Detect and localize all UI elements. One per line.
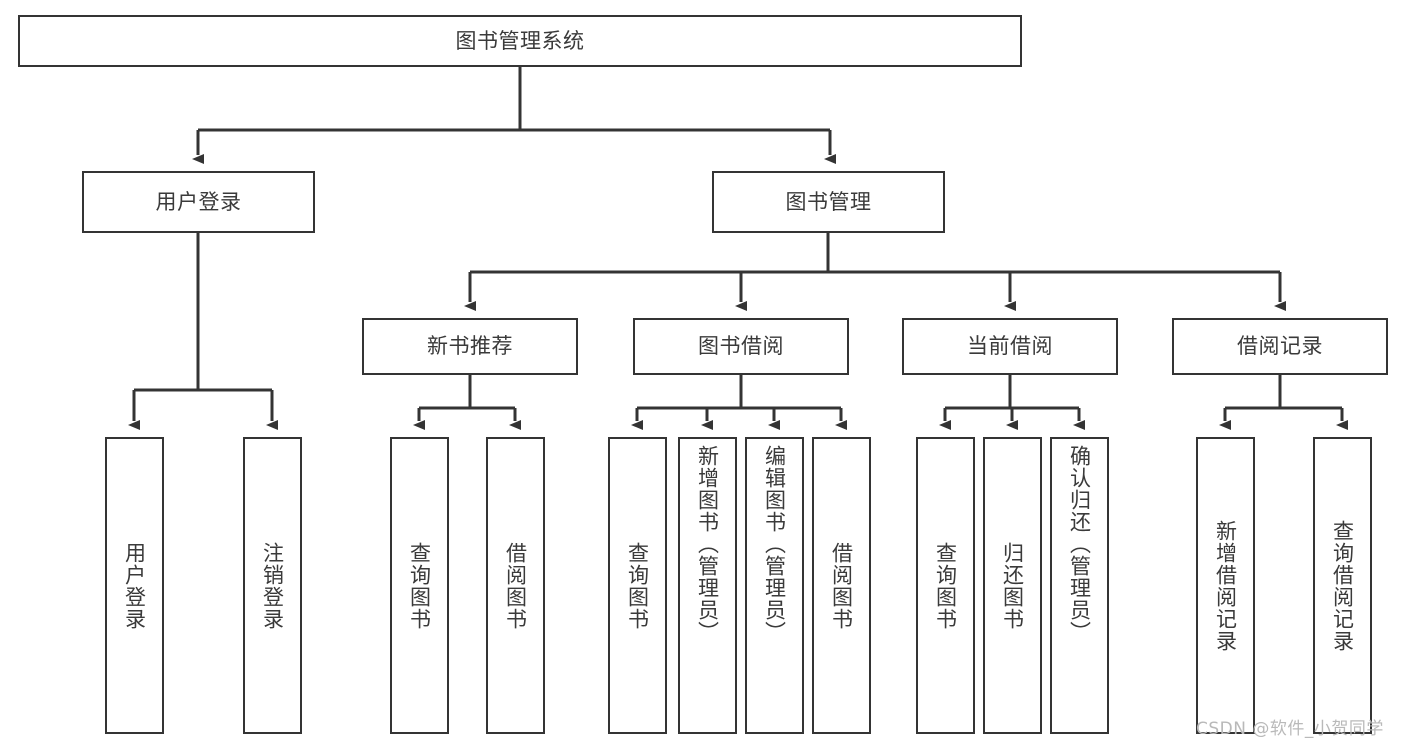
- node-leaf-logout-label: 注销登录: [260, 541, 285, 630]
- node-book-borrow[interactable]: 图书借阅: [633, 318, 849, 375]
- node-leaf-query-book-label: 查询图书: [625, 541, 650, 630]
- node-leaf-query-book-cur[interactable]: 查询图书: [916, 437, 975, 734]
- node-leaf-add-record[interactable]: 新增借阅记录: [1196, 437, 1255, 734]
- node-leaf-return-book-label: 归还图书: [1000, 541, 1025, 630]
- node-book-borrow-label: 图书借阅: [698, 334, 784, 359]
- watermark: CSDN @软件_小贺同学: [1196, 719, 1384, 739]
- node-leaf-edit-book-label: 编辑图书（管理员）: [762, 445, 787, 643]
- node-user-login-label: 用户登录: [155, 189, 242, 214]
- node-borrow-record[interactable]: 借阅记录: [1172, 318, 1388, 375]
- node-leaf-query-book-rec-label: 查询图书: [407, 541, 432, 630]
- node-root[interactable]: 图书管理系统: [18, 15, 1022, 67]
- node-new-book-rec-label: 新书推荐: [427, 334, 513, 359]
- node-leaf-user-login-label: 用户登录: [122, 541, 147, 630]
- node-current-borrow-label: 当前借阅: [967, 334, 1053, 359]
- node-book-manage[interactable]: 图书管理: [712, 171, 945, 233]
- node-leaf-logout[interactable]: 注销登录: [243, 437, 302, 734]
- node-leaf-query-record[interactable]: 查询借阅记录: [1313, 437, 1372, 734]
- node-leaf-query-book[interactable]: 查询图书: [608, 437, 667, 734]
- node-user-login[interactable]: 用户登录: [82, 171, 315, 233]
- node-leaf-user-login[interactable]: 用户登录: [105, 437, 164, 734]
- node-current-borrow[interactable]: 当前借阅: [902, 318, 1118, 375]
- node-leaf-confirm-return[interactable]: 确认归还（管理员）: [1050, 437, 1109, 734]
- node-leaf-query-book-rec[interactable]: 查询图书: [390, 437, 449, 734]
- node-root-label: 图书管理系统: [455, 28, 585, 53]
- node-leaf-borrow-book-rec-label: 借阅图书: [503, 541, 528, 630]
- node-leaf-edit-book[interactable]: 编辑图书（管理员）: [745, 437, 804, 734]
- node-leaf-query-record-label: 查询借阅记录: [1330, 519, 1355, 652]
- node-new-book-rec[interactable]: 新书推荐: [362, 318, 578, 375]
- node-leaf-add-book[interactable]: 新增图书（管理员）: [678, 437, 737, 734]
- node-leaf-add-book-label: 新增图书（管理员）: [695, 445, 720, 643]
- node-leaf-return-book[interactable]: 归还图书: [983, 437, 1042, 734]
- node-leaf-borrow-book-rec[interactable]: 借阅图书: [486, 437, 545, 734]
- node-leaf-borrow-book-label: 借阅图书: [829, 541, 854, 630]
- node-leaf-add-record-label: 新增借阅记录: [1213, 519, 1238, 652]
- node-leaf-confirm-return-label: 确认归还（管理员）: [1067, 445, 1092, 643]
- node-leaf-borrow-book[interactable]: 借阅图书: [812, 437, 871, 734]
- node-borrow-record-label: 借阅记录: [1237, 334, 1323, 359]
- node-leaf-query-book-cur-label: 查询图书: [933, 541, 958, 630]
- node-book-manage-label: 图书管理: [785, 189, 872, 214]
